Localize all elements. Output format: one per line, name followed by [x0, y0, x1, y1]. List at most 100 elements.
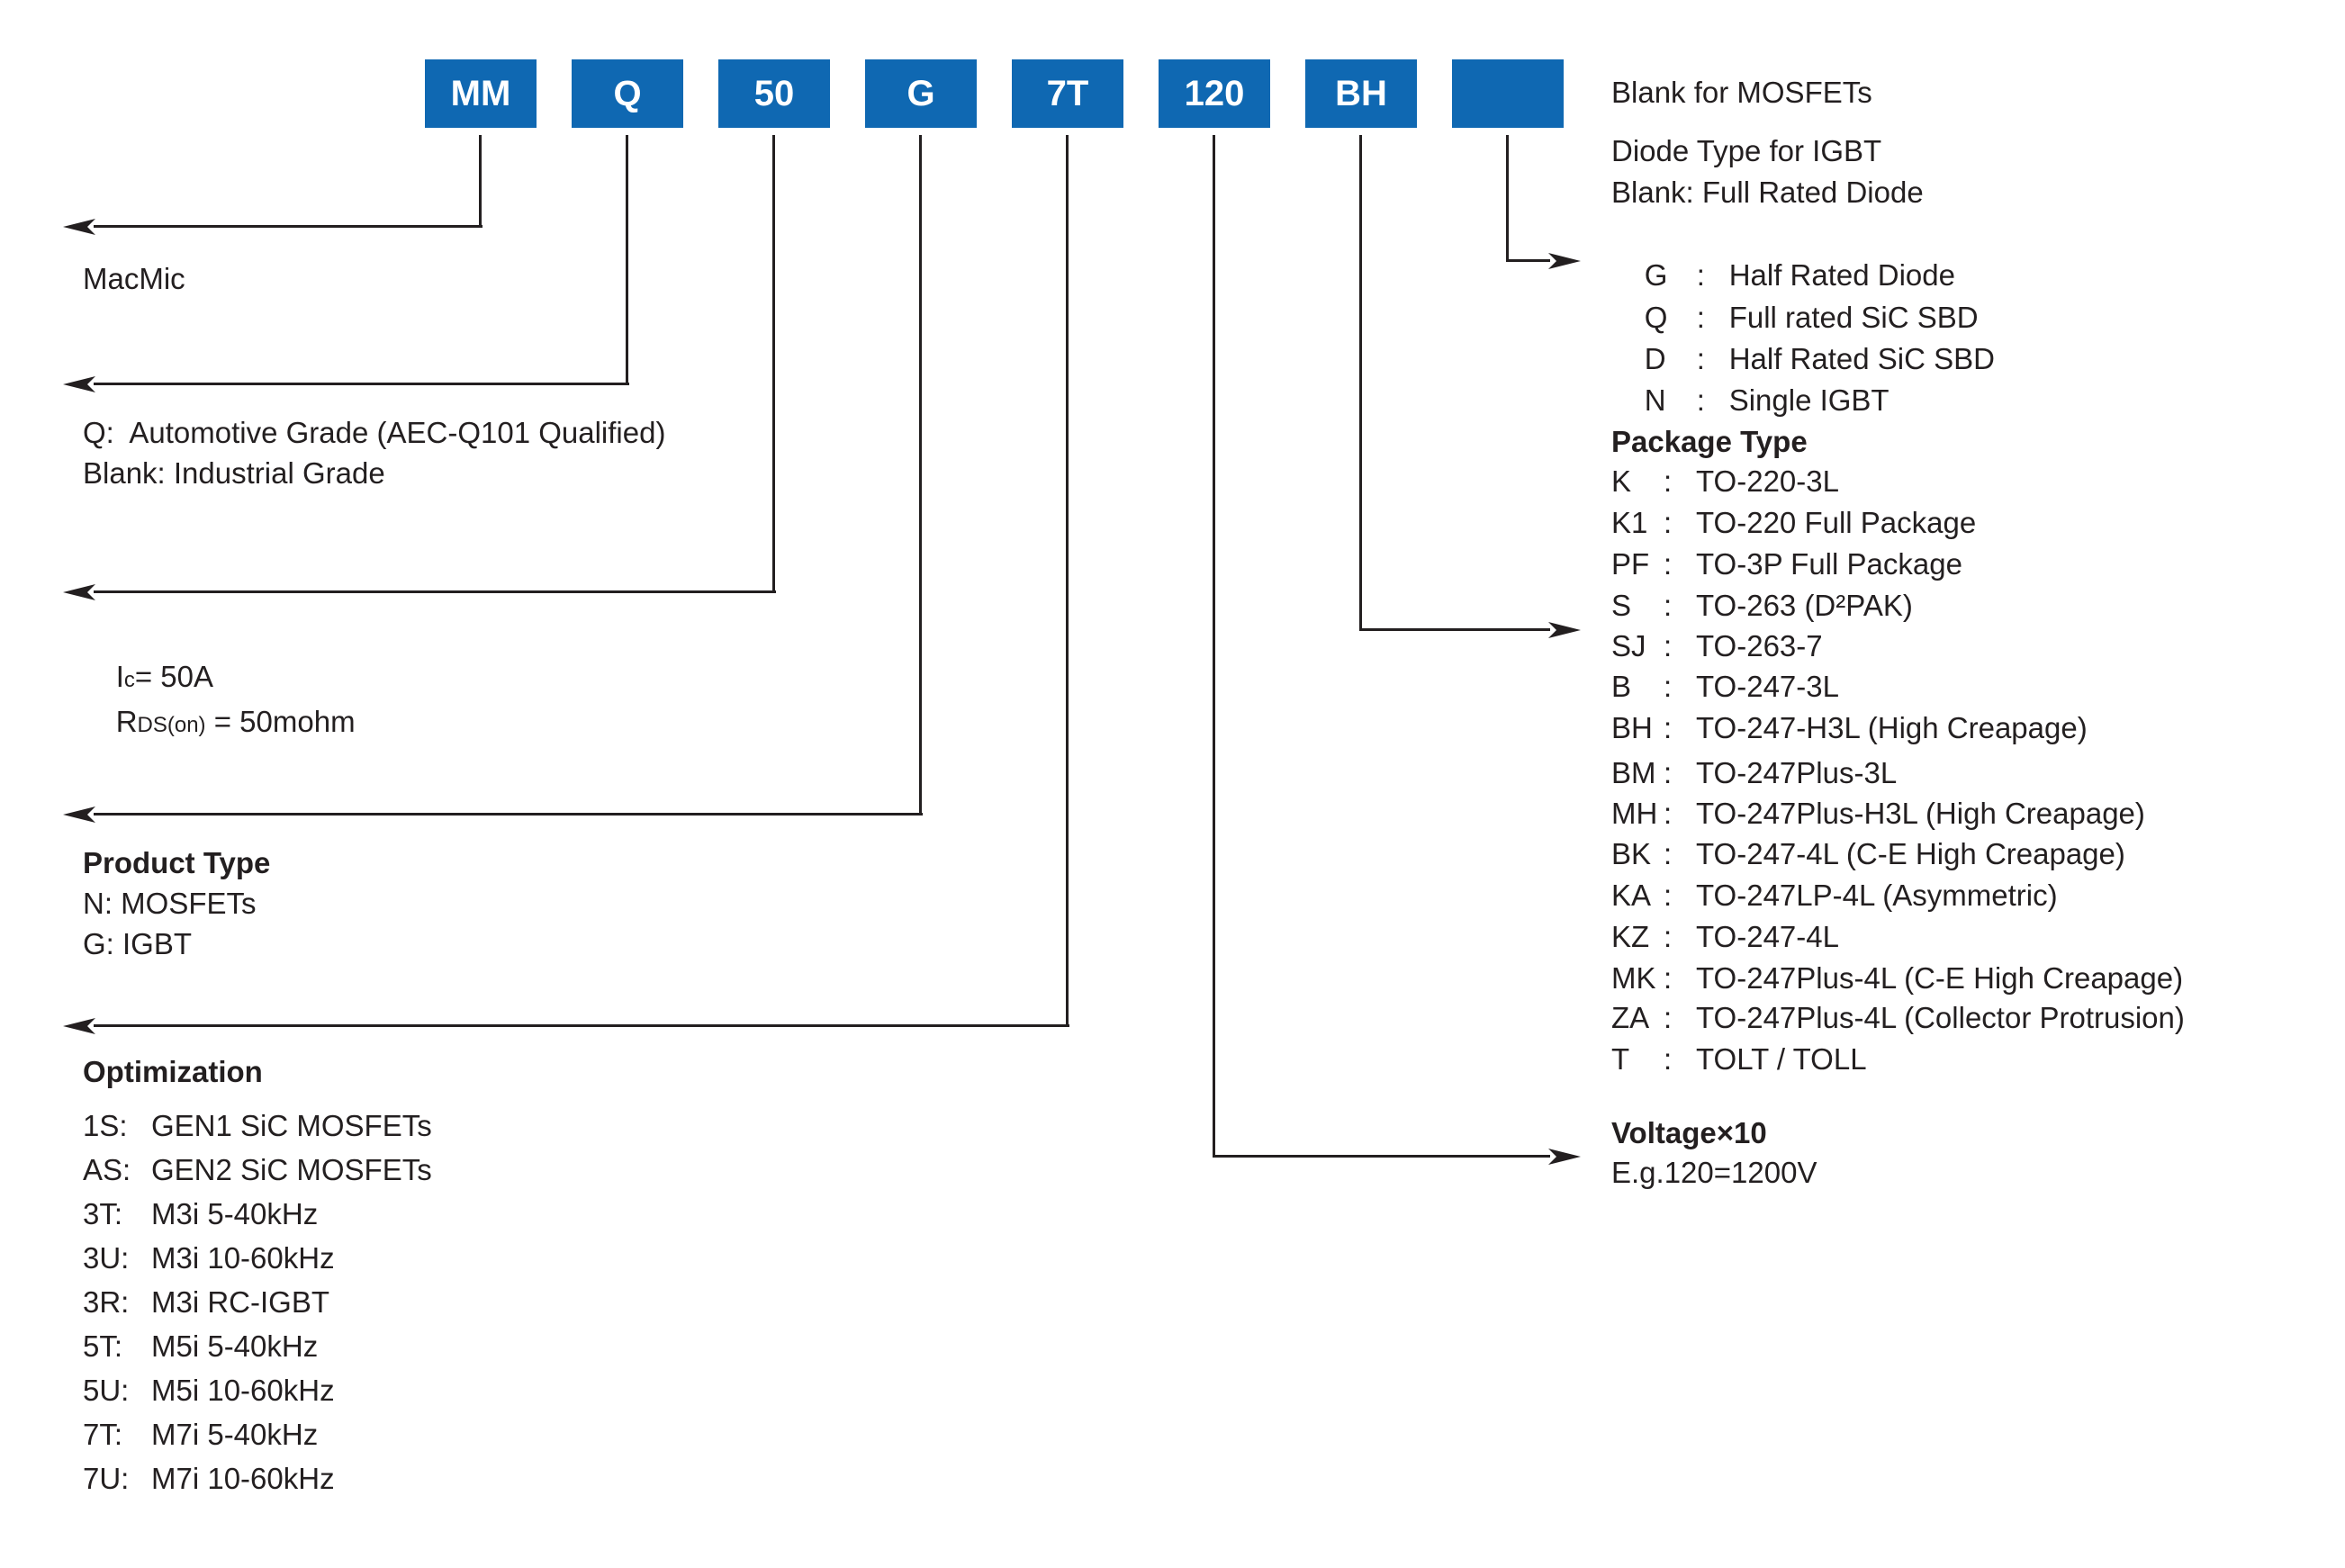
part-segment-box-package: BH: [1305, 59, 1417, 128]
package-entry-k: K:TO-220-3L: [1611, 461, 1839, 502]
connector-product-type-horizontal: [94, 813, 923, 816]
ic-symbol: I: [115, 660, 124, 693]
optimization-value: M7i 5-40kHz: [151, 1418, 319, 1451]
rating-ic-line: Ic= 50A: [83, 615, 213, 693]
package-value: TO-247-4L (C-E High Creapage): [1696, 837, 2125, 870]
package-entry-bm: BM: TO-247Plus-3L: [1611, 752, 1897, 794]
connector-optimization-horizontal: [94, 1024, 1069, 1027]
optimization-key: 1S:: [83, 1109, 128, 1142]
package-entry-k1: K1:TO-220 Full Package: [1611, 502, 1976, 544]
optimization-key: 5T:: [83, 1329, 123, 1363]
diode-key: Q: [1644, 301, 1668, 334]
package-key: BM: [1611, 756, 1656, 789]
package-value: TO-220 Full Package: [1696, 506, 1977, 539]
rds-value: = 50mohm: [205, 705, 356, 738]
diode-value: Half Rated Diode: [1728, 258, 1955, 292]
connector-diode-type-horizontal: [1506, 259, 1550, 262]
part-segment-box-grade: Q: [572, 59, 683, 128]
package-value: TO-247Plus-H3L (High Creapage): [1696, 797, 2145, 830]
colon: :: [1664, 547, 1673, 581]
arrowhead-left-grade: [63, 376, 95, 392]
colon: :: [1664, 711, 1673, 744]
optimization-key: AS:: [83, 1153, 131, 1186]
arrowhead-left-current: [63, 584, 95, 600]
arrowhead-left-brand: [63, 219, 95, 235]
diode-value: Single IGBT: [1728, 383, 1890, 417]
arrowhead-right-package: [1548, 622, 1581, 638]
arrowhead-right-voltage: [1548, 1149, 1581, 1165]
package-key: T: [1611, 1042, 1630, 1076]
colon: :: [1664, 961, 1673, 995]
connector-voltage-vertical: [1213, 135, 1215, 1158]
diode-key: G: [1644, 258, 1668, 292]
package-key: BK: [1611, 837, 1652, 870]
colon: :: [1664, 756, 1673, 789]
package-entry-sj: SJ:TO-263-7: [1611, 626, 1823, 667]
package-entry-s: S:TO-263 (D²PAK): [1611, 585, 1913, 626]
package-entry-b: B:TO-247-3L: [1611, 666, 1839, 707]
connector-product-type-vertical: [919, 135, 922, 816]
package-entry-mh: MH:TO-247Plus-H3L (High Creapage): [1611, 793, 2145, 834]
colon: :: [1664, 1001, 1673, 1034]
diode-type-intro-1: Diode Type for IGBT: [1611, 134, 1882, 167]
package-entry-bk: BK:TO-247-4L (C-E High Creapage): [1611, 834, 2125, 875]
colon: :: [1664, 879, 1673, 912]
part-segment-box-optimization: 7T: [1012, 59, 1123, 128]
grade-line-automotive: Q: Automotive Grade (AEC-Q101 Qualified): [83, 416, 666, 449]
diode-type-intro-2: Blank: Full Rated Diode: [1611, 176, 1924, 209]
colon: :: [1696, 383, 1705, 417]
colon: :: [1664, 629, 1673, 662]
package-entry-za: ZA:TO-247Plus-4L (Collector Protrusion): [1611, 997, 2185, 1039]
package-entry-ka: KA:TO-247LP-4L (Asymmetric): [1611, 875, 2058, 916]
optimization-value: M3i 5-40kHz: [151, 1197, 319, 1230]
connector-grade-vertical: [626, 135, 628, 385]
optimization-entry-1s: 1S: GEN1 SiC MOSFETs: [83, 1105, 432, 1147]
diode-entry-g: G: Half Rated Diode: [1611, 213, 1955, 292]
optimization-value: GEN1 SiC MOSFETs: [151, 1109, 432, 1142]
optimization-key: 5U:: [83, 1374, 130, 1407]
connector-brand-horizontal: [94, 225, 483, 228]
optimization-key: 3T:: [83, 1197, 123, 1230]
ic-subscript: c: [123, 668, 135, 692]
rds-symbol: R: [115, 705, 138, 738]
colon: :: [1664, 1042, 1673, 1076]
package-key: BH: [1611, 711, 1653, 744]
diode-key: D: [1644, 342, 1666, 375]
product-type-title: Product Type: [83, 846, 271, 879]
package-value: TO-247LP-4L (Asymmetric): [1696, 879, 2058, 912]
package-value: TO-247Plus-4L (Collector Protrusion): [1696, 1001, 2185, 1034]
colon: :: [1696, 342, 1705, 375]
part-segment-box-voltage: 120: [1159, 59, 1270, 128]
colon: :: [1696, 258, 1705, 292]
diode-entry-d: D: Half Rated SiC SBD: [1611, 297, 1995, 375]
package-value: TO-220-3L: [1696, 464, 1839, 498]
optimization-entry-7u: 7U:M7i 10-60kHz: [83, 1458, 335, 1500]
diode-entry-n: N:Single IGBT: [1611, 338, 1890, 417]
optimization-value: M7i 10-60kHz: [151, 1462, 335, 1495]
voltage-title: Voltage×10: [1611, 1116, 1767, 1149]
product-type-mosfet: N: MOSFETs: [83, 887, 257, 920]
package-value: TO-247-3L: [1696, 670, 1839, 703]
mosfet-blank-note: Blank for MOSFETs: [1611, 76, 1872, 109]
colon: :: [1664, 464, 1673, 498]
voltage-example: E.g.120=1200V: [1611, 1156, 1817, 1189]
package-type-title: Package Type: [1611, 425, 1808, 458]
colon: :: [1664, 506, 1673, 539]
optimization-value: M3i RC-IGBT: [151, 1285, 329, 1319]
connector-package-horizontal: [1359, 628, 1550, 631]
package-entry-pf: PF:TO-3P Full Package: [1611, 544, 1962, 585]
diode-value: Half Rated SiC SBD: [1728, 342, 1995, 375]
package-key: MH: [1611, 797, 1658, 830]
package-entry-kz: KZ:TO-247-4L: [1611, 916, 1839, 958]
package-value: TO-247Plus-3L: [1696, 756, 1898, 789]
optimization-entry-3r: 3R:M3i RC-IGBT: [83, 1282, 329, 1323]
arrowhead-left-optimization: [63, 1018, 95, 1034]
rds-subscript: DS(on): [137, 713, 206, 737]
colon: :: [1664, 589, 1673, 622]
connector-optimization-vertical: [1066, 135, 1069, 1027]
colon: :: [1664, 670, 1673, 703]
package-key: PF: [1611, 547, 1650, 581]
brand-label: MacMic: [83, 262, 185, 295]
diode-entry-q: Q:Full rated SiC SBD: [1611, 256, 1979, 334]
